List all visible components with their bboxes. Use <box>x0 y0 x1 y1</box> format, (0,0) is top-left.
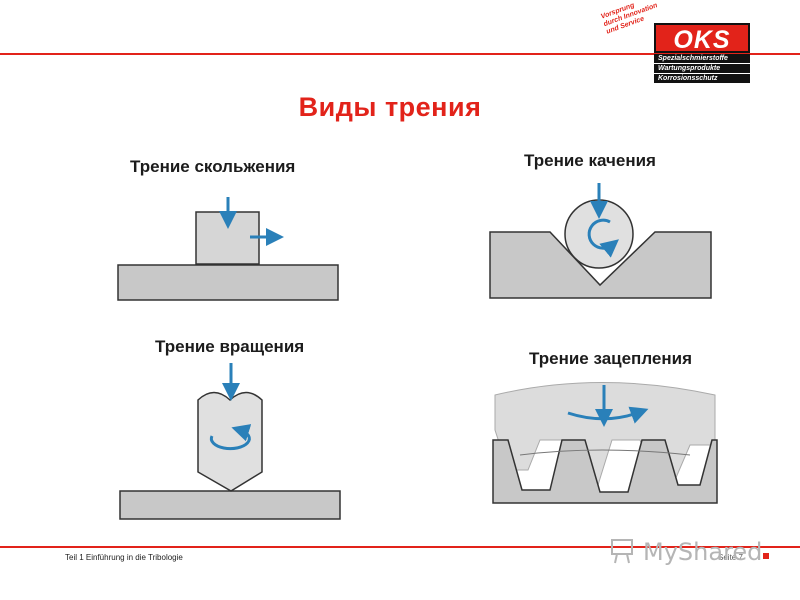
presentation-icon <box>611 539 633 564</box>
label-sliding: Трение скольжения <box>130 157 296 176</box>
gearing-diagram <box>492 382 718 504</box>
watermark: MyShared <box>643 538 763 566</box>
logo-wordmark: OKS <box>654 23 750 54</box>
rotation-arrow-icon <box>587 218 619 258</box>
oks-logo: OKS Spezialschmierstoffe Wartungsprodukt… <box>654 23 750 83</box>
rotation-arrow-icon <box>209 424 252 451</box>
top-rule <box>0 53 800 55</box>
base-surface <box>117 264 339 301</box>
rolling-diagram <box>489 183 712 299</box>
rolling-ball <box>564 199 634 269</box>
sliding-diagram <box>117 197 339 301</box>
label-gearing: Трение зацепления <box>529 349 692 368</box>
page-number: Seite 7 <box>718 553 743 562</box>
watermark-dot <box>763 553 769 559</box>
v-groove-surface <box>489 231 712 299</box>
bottom-rule <box>0 546 800 548</box>
page-title: Виды трения <box>298 92 482 122</box>
footer-text: Teil 1 Einführung in die Tribologie <box>65 553 183 562</box>
curved-arrow-icon <box>567 406 649 424</box>
spinning-shaft <box>197 391 263 492</box>
gear-rack <box>492 439 718 504</box>
label-rolling: Трение качения <box>524 151 656 170</box>
logo-line: Spezialschmierstoffe <box>654 54 750 63</box>
pitch-line <box>519 449 691 456</box>
rotation-diagram <box>119 363 341 520</box>
logo-line: Wartungsprodukte <box>654 64 750 73</box>
base-surface <box>119 490 341 520</box>
label-rotation: Трение вращения <box>155 337 305 356</box>
logo-line: Korrosionsschutz <box>654 74 750 83</box>
